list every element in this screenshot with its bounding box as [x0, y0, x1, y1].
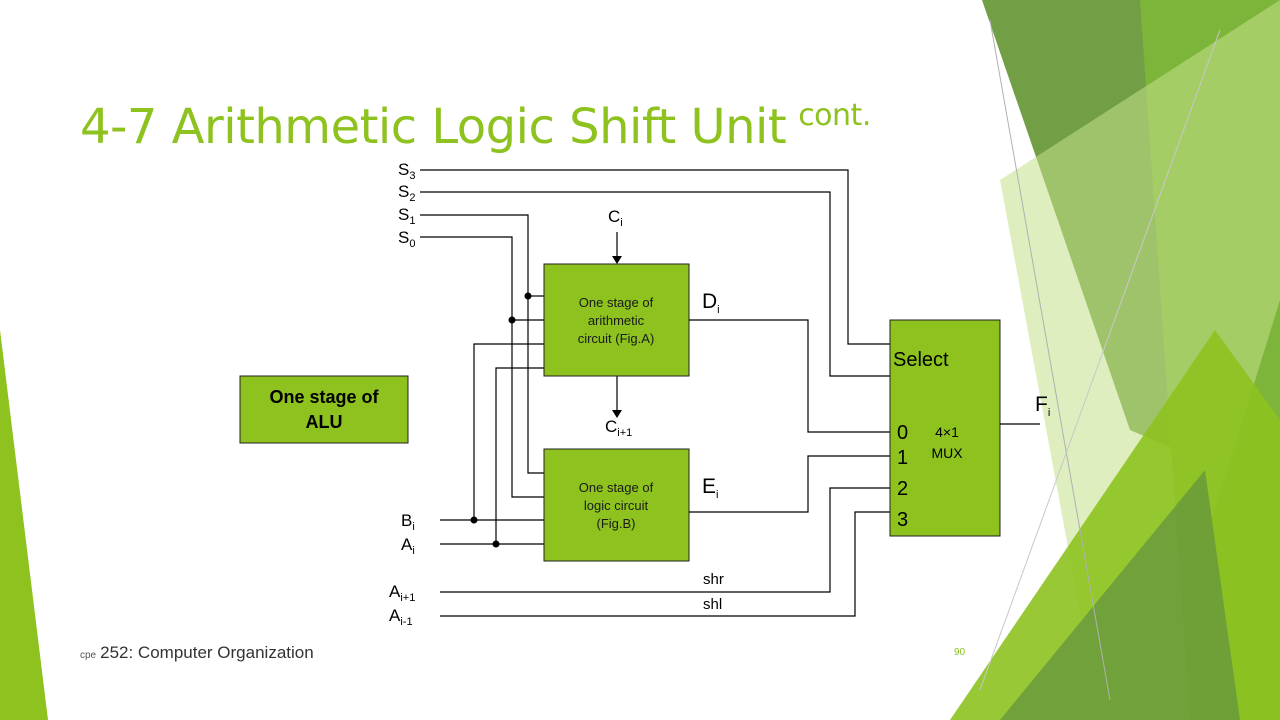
mux-input-1: 1: [897, 447, 908, 469]
junction-ai: [492, 540, 500, 548]
label-ei: Ei: [702, 475, 718, 501]
label-ai-plus-1: Ai+1: [389, 582, 415, 604]
arithmetic-stage-box: [543, 263, 690, 377]
arrow-ci: [612, 256, 622, 264]
wire-ai-arith: [495, 367, 544, 544]
junction-bi: [470, 516, 478, 524]
label-s1: S1: [398, 205, 415, 227]
wire-di: [689, 319, 890, 433]
decor-line-1: [989, 19, 1111, 701]
mux-input-0: 0: [897, 422, 908, 444]
mux-input-3: 3: [897, 509, 908, 531]
decor-line-2: [979, 29, 1221, 691]
alu-label-line-1: One stage of: [269, 387, 379, 407]
label-s2: S2: [398, 182, 415, 204]
slide-title-sup: cont.: [798, 98, 871, 133]
arith-box-line-3: circuit (Fig.A): [578, 331, 655, 346]
alu-stage-box: [239, 375, 409, 444]
arith-box-line-2: arithmetic: [588, 313, 645, 328]
logic-stage-box: [543, 448, 690, 562]
slide-title: 4-7 Arithmetic Logic Shift Unit cont.: [80, 98, 871, 155]
wire-ei: [689, 455, 890, 513]
mux-type-line-2: MUX: [931, 445, 963, 461]
decor-bottom-dark: [1000, 470, 1240, 720]
footer-prefix: cpe: [80, 650, 97, 661]
junction-s0: [508, 316, 516, 324]
decor-left-triangle: [0, 330, 48, 720]
mux-box: [889, 319, 1001, 537]
label-ci: Ci: [608, 207, 623, 229]
label-ci1: Ci+1: [605, 417, 632, 439]
label-shr: shr: [703, 571, 724, 588]
mux-input-2: 2: [897, 478, 908, 500]
mux-type-line-1: 4×1: [935, 424, 959, 440]
label-di: Di: [702, 290, 720, 316]
label-ai-minus-1: Ai-1: [389, 606, 413, 628]
label-bi: Bi: [401, 511, 415, 533]
label-shl: shl: [703, 596, 722, 613]
arrow-ci1: [612, 410, 622, 418]
wire-s3: [420, 169, 890, 345]
label-fi: Fi: [1035, 393, 1050, 419]
label-ai: Ai: [401, 535, 415, 557]
arith-box-line-1: One stage of: [579, 295, 654, 310]
alu-label-line-2: ALU: [306, 412, 343, 432]
wire-s0: [420, 236, 544, 498]
wire-s2: [420, 191, 890, 377]
mux-select-label: Select: [893, 349, 949, 371]
decor-right-light: [1000, 0, 1280, 720]
logic-box-line-3: (Fig.B): [597, 516, 636, 531]
slide-title-main: 4-7 Arithmetic Logic Shift Unit: [80, 99, 787, 155]
wire-shr: [440, 487, 890, 593]
wire-shl: [440, 511, 890, 617]
logic-box-line-2: logic circuit: [584, 498, 649, 513]
page-number: 90: [954, 647, 966, 658]
wire-bi-arith: [473, 343, 544, 520]
footer-course: 252: Computer Organization: [100, 643, 314, 662]
junction-s1: [524, 292, 532, 300]
label-s3: S3: [398, 160, 415, 182]
label-s0: S0: [398, 228, 415, 250]
logic-box-line-1: One stage of: [579, 480, 654, 495]
